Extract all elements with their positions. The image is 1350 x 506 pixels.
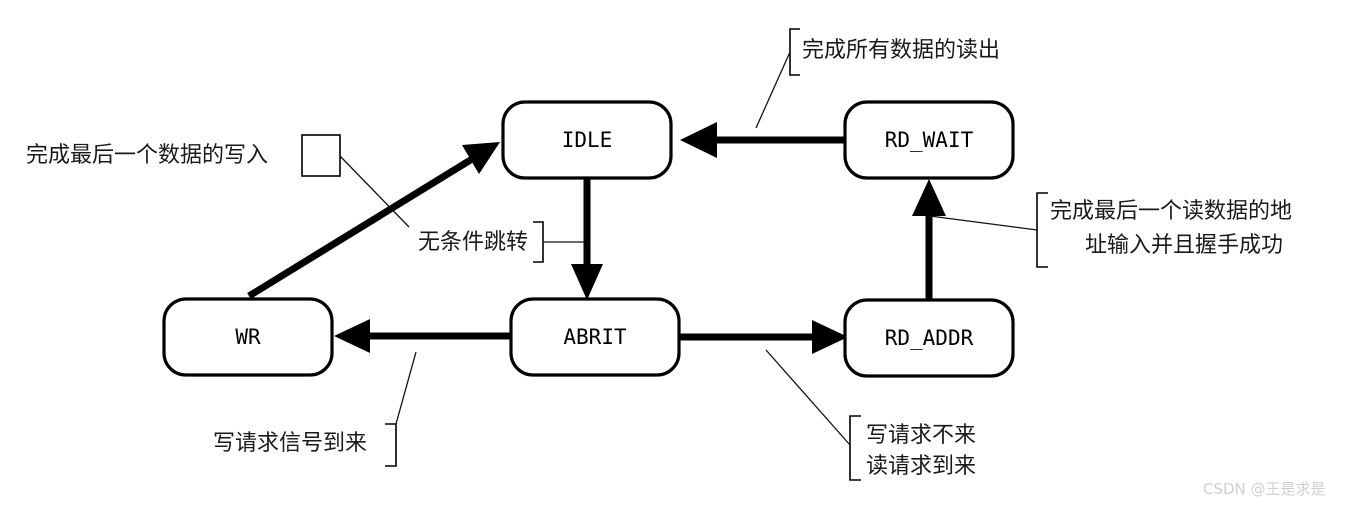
watermark: CSDN @王是求是	[1203, 480, 1326, 498]
state-label-rd-wait: RD_WAIT	[885, 128, 974, 152]
state-label-idle: IDLE	[562, 128, 613, 152]
state-label-rd-addr: RD_ADDR	[885, 326, 974, 350]
callout-unconditional	[533, 221, 585, 263]
annotation-write-last-data: 完成最后一个数据的写入	[26, 143, 269, 168]
state-node-abrit[interactable]: ABRIT	[509, 297, 681, 377]
callout-read-request	[765, 349, 861, 481]
annotation-read-addr-done-line2: 址输入并且握手成功	[1084, 233, 1283, 258]
edge-wr-to-idle	[247, 142, 500, 299]
edge-abrit-to-rd-addr	[661, 320, 848, 354]
callout-read-addr-done	[929, 192, 1048, 268]
annotation-write-request: 写请求信号到来	[213, 431, 368, 456]
edge-abrit-to-wr	[334, 319, 513, 353]
annotation-read-addr-done-line1: 完成最后一个读数据的地	[1050, 199, 1293, 224]
annotation-read-request-come: 读请求到来	[866, 454, 977, 479]
edge-rd-wait-to-idle	[680, 122, 848, 158]
edge-idle-to-abrit	[571, 179, 603, 300]
state-node-wr[interactable]: WR	[162, 297, 334, 377]
state-node-rd-wait[interactable]: RD_WAIT	[843, 100, 1015, 180]
callout-write-request	[385, 351, 417, 467]
edge-rd-addr-to-rd-wait	[912, 179, 946, 302]
annotation-read-all-data: 完成所有数据的读出	[802, 38, 1001, 63]
callout-write-last-data	[301, 134, 410, 228]
annotation-no-write-request: 写请求不来	[866, 423, 977, 448]
state-label-abrit: ABRIT	[563, 325, 627, 349]
callout-read-all-data	[755, 28, 800, 129]
state-node-rd-addr[interactable]: RD_ADDR	[843, 298, 1015, 378]
state-label-wr: WR	[235, 325, 261, 349]
state-node-idle[interactable]: IDLE	[501, 100, 673, 180]
annotation-unconditional: 无条件跳转	[418, 230, 529, 255]
